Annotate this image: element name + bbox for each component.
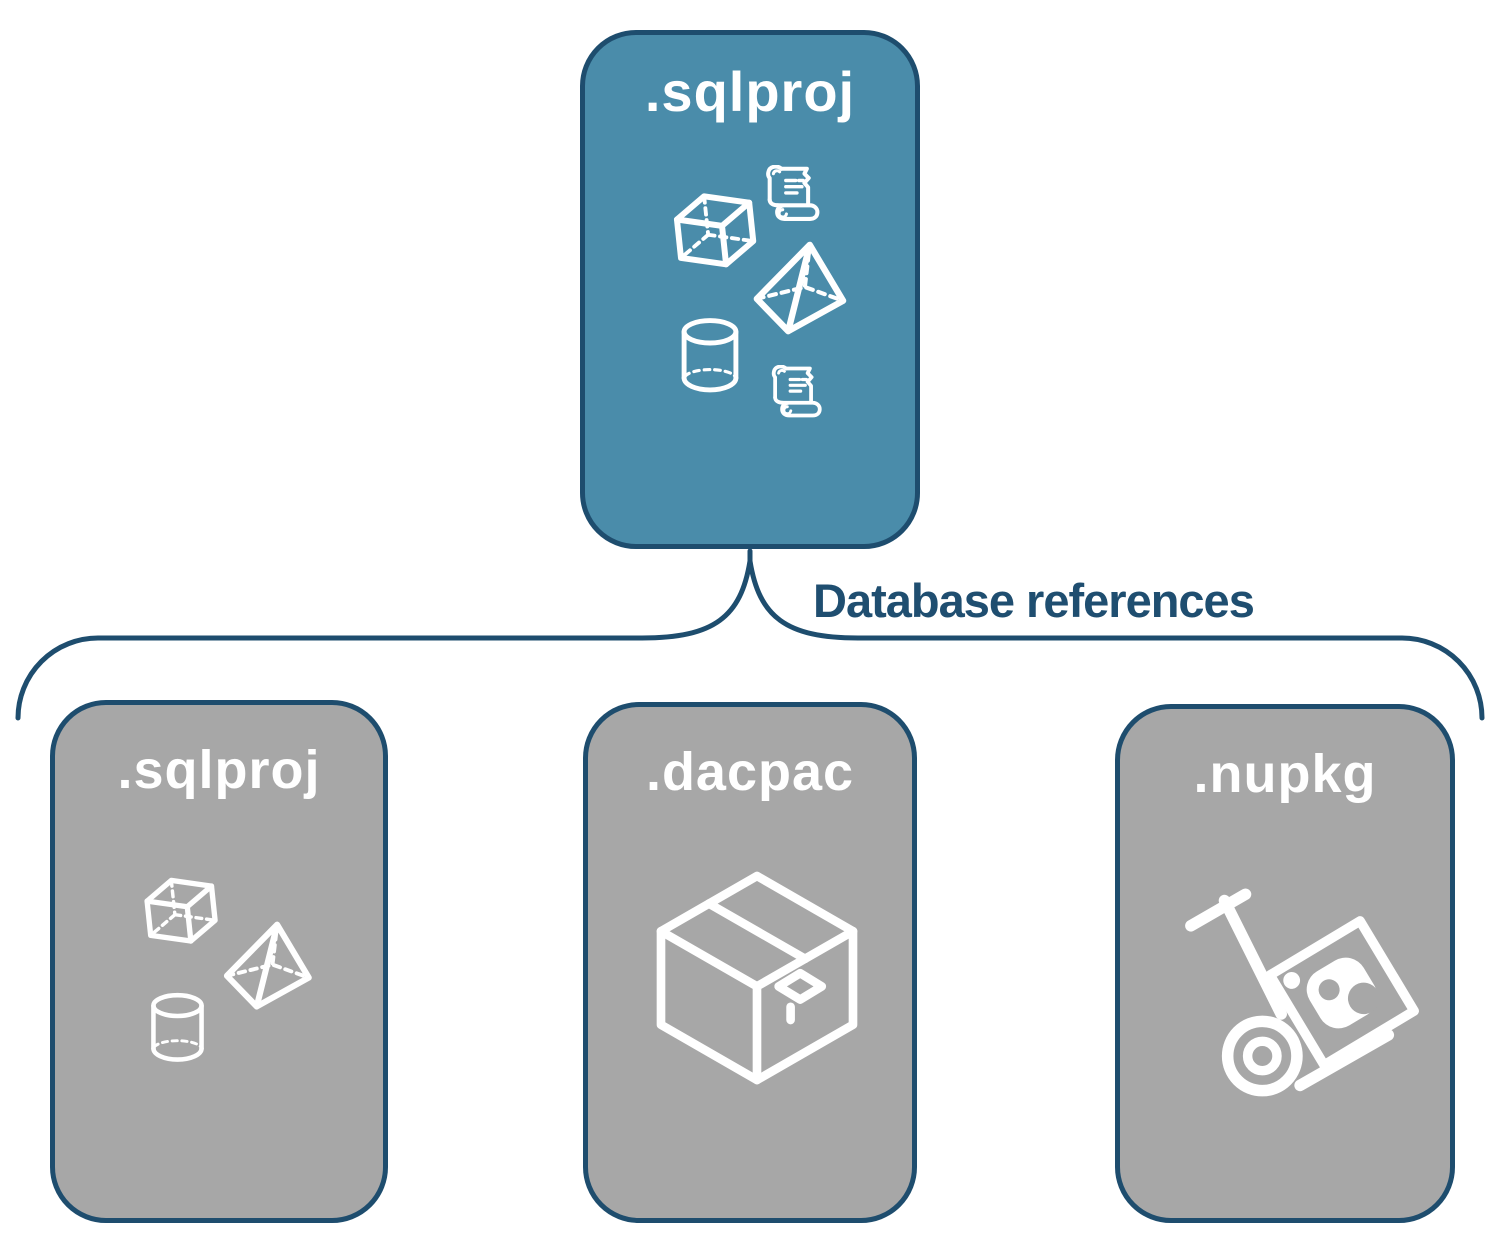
root-node-label: .sqlproj (644, 60, 856, 123)
package-box-icon (637, 845, 877, 1123)
child-node-label: .dacpac (645, 742, 855, 802)
sql-script-scroll-icon (767, 365, 825, 423)
pyramid-icon (745, 240, 851, 338)
cylinder-icon (675, 313, 745, 401)
cube-icon (140, 872, 222, 956)
nuget-hand-truck-icon (1172, 859, 1424, 1127)
child-node-label: .nupkg (1193, 744, 1377, 804)
child-node-label: .sqlproj (117, 740, 321, 800)
cylinder-icon (145, 990, 210, 1068)
node-child-nupkg: .nupkg (1115, 704, 1455, 1223)
sql-script-scroll-icon (759, 165, 825, 227)
node-root-sqlproj: .sqlproj (580, 30, 920, 549)
connector-label: Database references (813, 574, 1255, 627)
pyramid-icon (215, 920, 317, 1013)
node-child-sqlproj: .sqlproj (50, 700, 388, 1223)
node-child-dacpac: .dacpac (583, 702, 917, 1223)
